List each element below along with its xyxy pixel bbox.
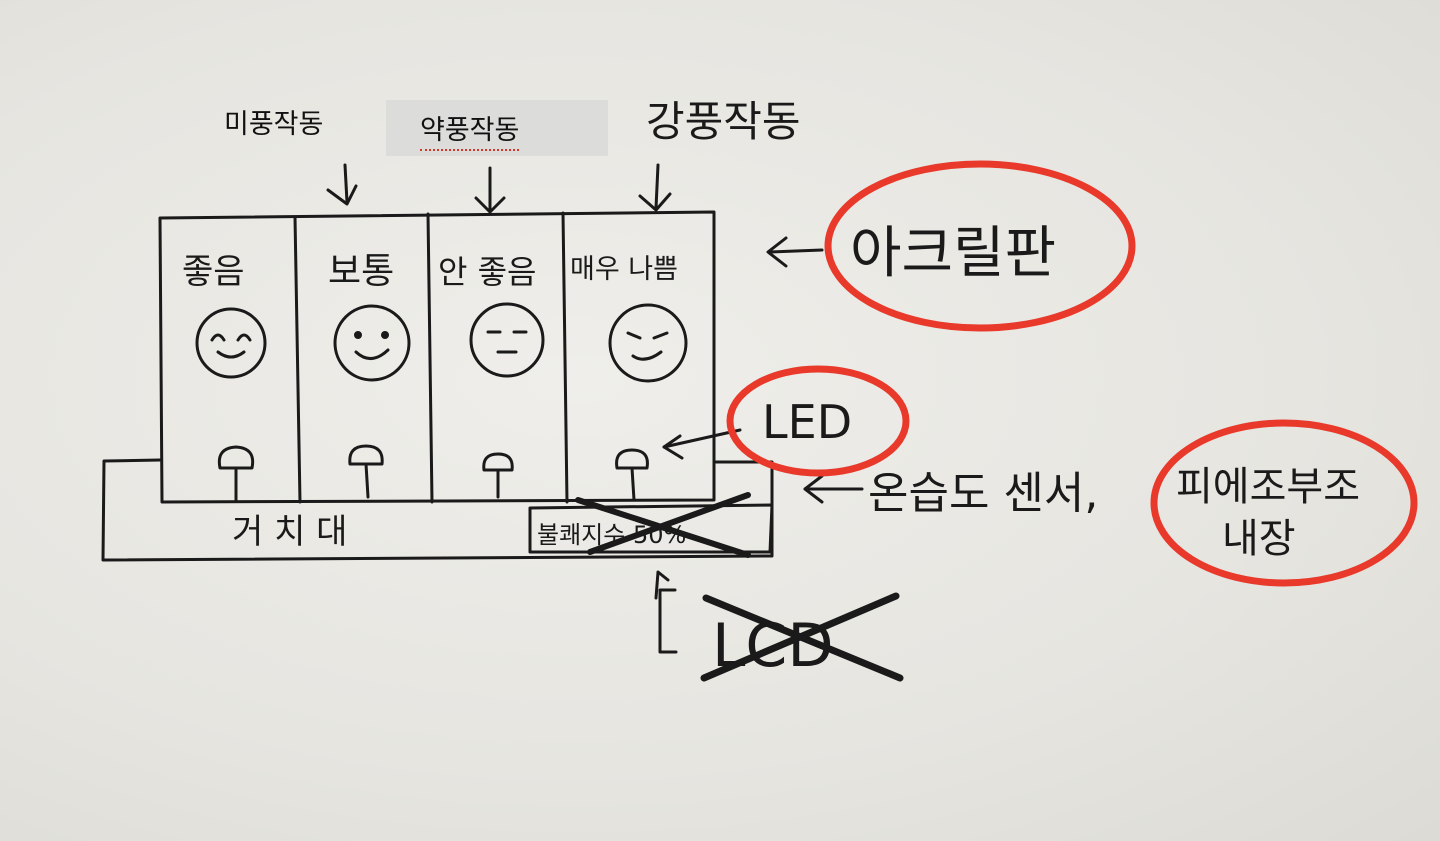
discomfort-cross-out-icon <box>575 492 751 558</box>
piezo-highlight-circle <box>1150 419 1418 587</box>
sensor-arrow <box>803 474 864 504</box>
panel-status-good: 좋음 <box>182 252 245 292</box>
fan-strong-label: 강풍작동 <box>646 97 801 146</box>
face-smile-icon <box>333 304 411 382</box>
panel-status-normal: 보통 <box>328 251 394 292</box>
acrylic-label: 아크릴판 <box>850 221 1056 286</box>
panel-divider-1 <box>293 215 302 504</box>
face-frown-icon <box>608 303 688 383</box>
face-happy-icon <box>195 307 267 379</box>
face-neutral-icon <box>469 302 545 378</box>
fan-weak-label-box <box>386 100 608 156</box>
lcd-bracket <box>654 570 678 654</box>
led-1 <box>217 445 255 502</box>
stand-label: 거 치 대 <box>232 512 347 552</box>
discomfort-box <box>528 503 774 554</box>
piezo-label-line1: 피에조부조 <box>1176 464 1360 510</box>
panel-status-very-bad: 매우 나쁨 <box>570 254 678 285</box>
fan-arrow-weak <box>474 166 506 214</box>
led-3 <box>482 452 514 499</box>
acrylic-arrow <box>766 236 824 268</box>
fan-arrow-strong <box>638 163 672 212</box>
fan-mild-label: 미풍작동 <box>224 109 324 140</box>
acrylic-highlight-circle <box>824 160 1136 332</box>
led-highlight-circle <box>726 365 910 477</box>
acrylic-panel-frame <box>158 210 716 504</box>
led-label: LED <box>762 395 852 449</box>
panel-status-bad: 안 좋음 <box>438 253 537 291</box>
lcd-label: LCD <box>712 611 834 681</box>
led-2 <box>348 444 384 499</box>
panel-divider-2 <box>426 212 434 504</box>
led-4 <box>615 448 649 502</box>
fan-arrow-mild <box>326 163 358 206</box>
sensor-label: 온습도 센서, <box>868 468 1098 519</box>
led-arrow <box>662 428 742 460</box>
fan-weak-label: 약풍작동 <box>420 108 520 151</box>
lcd-cross-out-icon <box>700 592 904 682</box>
discomfort-label: 불쾌지수 50% <box>537 521 686 549</box>
panel-divider-3 <box>561 211 569 504</box>
piezo-label-line2: 내장 <box>1222 516 1296 562</box>
